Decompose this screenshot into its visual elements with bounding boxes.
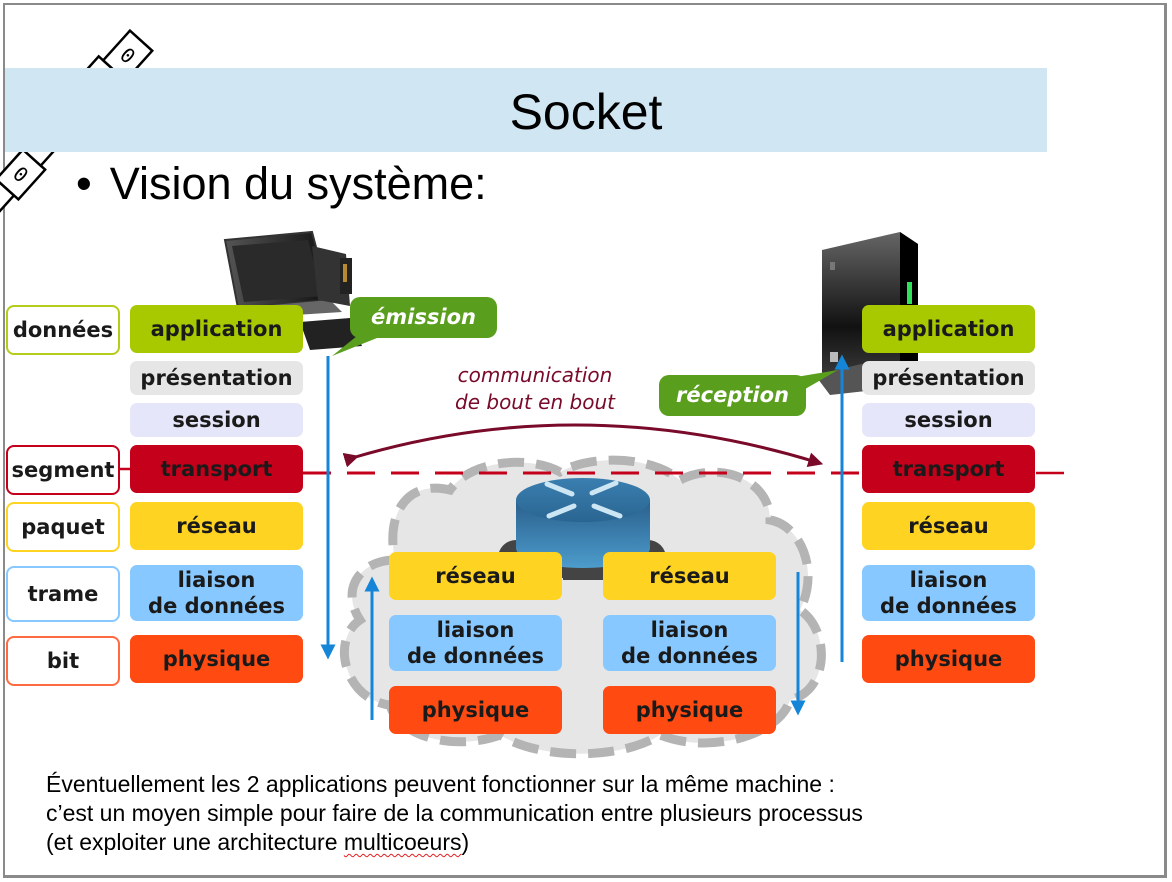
- left-layer-session: session: [130, 403, 303, 437]
- layer-label-line2: de données: [880, 594, 1017, 618]
- left-layer-reseau: réseau: [130, 502, 303, 550]
- pdu-trame: trame: [6, 566, 120, 622]
- right-layer-liaison: liaison de données: [862, 565, 1035, 621]
- footer-line-3-prefix: (et exploiter une architecture: [46, 829, 344, 855]
- right-layer-session: session: [862, 403, 1035, 437]
- pdu-bit: bit: [6, 636, 120, 686]
- router-right-reseau: réseau: [603, 552, 776, 600]
- right-layer-presentation: présentation: [862, 361, 1035, 395]
- layer-label-line1: liaison: [909, 568, 988, 592]
- left-layer-presentation: présentation: [130, 361, 303, 395]
- binary-cell: 0: [0, 147, 47, 202]
- title-band: [5, 68, 1047, 152]
- bullet-dot: •: [76, 158, 92, 209]
- reception-bubble: [659, 370, 838, 416]
- right-layer-transport: transport: [862, 445, 1035, 493]
- pdu-segment: segment: [6, 445, 120, 495]
- reception-label: réception: [676, 383, 789, 407]
- layer-label-line1: liaison: [177, 568, 256, 592]
- router-right-physique: physique: [603, 686, 776, 734]
- footer-line-1: Éventuellement les 2 applications peuven…: [46, 771, 835, 797]
- router-left-liaison: liaison de données: [389, 615, 562, 671]
- layer-label-line2: de données: [621, 644, 758, 668]
- misspelled-word[interactable]: multicoeurs: [343, 829, 462, 855]
- layer-label-line2: de données: [407, 644, 544, 668]
- router-left-reseau: réseau: [389, 552, 562, 600]
- bullet-point: • Vision du système:: [76, 158, 487, 210]
- emission-bubble: [332, 297, 497, 356]
- footer-note: Éventuellement les 2 applications peuven…: [46, 770, 863, 857]
- bullet-text: Vision du système:: [109, 158, 487, 209]
- end-to-end-label-line1: communication: [457, 363, 613, 387]
- left-layer-liaison: liaison de données: [130, 565, 303, 621]
- left-layer-transport: transport: [130, 445, 303, 493]
- end-to-end-label: communication de bout en bout: [440, 362, 630, 416]
- end-to-end-label-line2: de bout en bout: [455, 390, 615, 414]
- right-layer-physique: physique: [862, 635, 1035, 683]
- left-layer-application: application: [130, 305, 303, 353]
- right-layer-reseau: réseau: [862, 502, 1035, 550]
- footer-line-3: (et exploiter une architecture multicoeu…: [46, 828, 863, 857]
- left-layer-physique: physique: [130, 635, 303, 683]
- router-right-liaison: liaison de données: [603, 615, 776, 671]
- layer-label-line1: liaison: [436, 618, 515, 642]
- computer-icon: [223, 230, 362, 350]
- layer-label-line1: liaison: [650, 618, 729, 642]
- slide-title: Socket: [509, 84, 663, 140]
- footer-line-3-suffix: ): [461, 829, 470, 855]
- right-layer-application: application: [862, 305, 1035, 353]
- footer-line-2: c’est un moyen simple pour faire de la c…: [46, 800, 863, 826]
- emission-label: émission: [371, 305, 476, 329]
- layer-label-line2: de données: [148, 594, 285, 618]
- router-left-physique: physique: [389, 686, 562, 734]
- end-to-end-arrow: [342, 423, 824, 468]
- pdu-paquet: paquet: [6, 502, 120, 552]
- pdu-donnees: données: [6, 305, 120, 355]
